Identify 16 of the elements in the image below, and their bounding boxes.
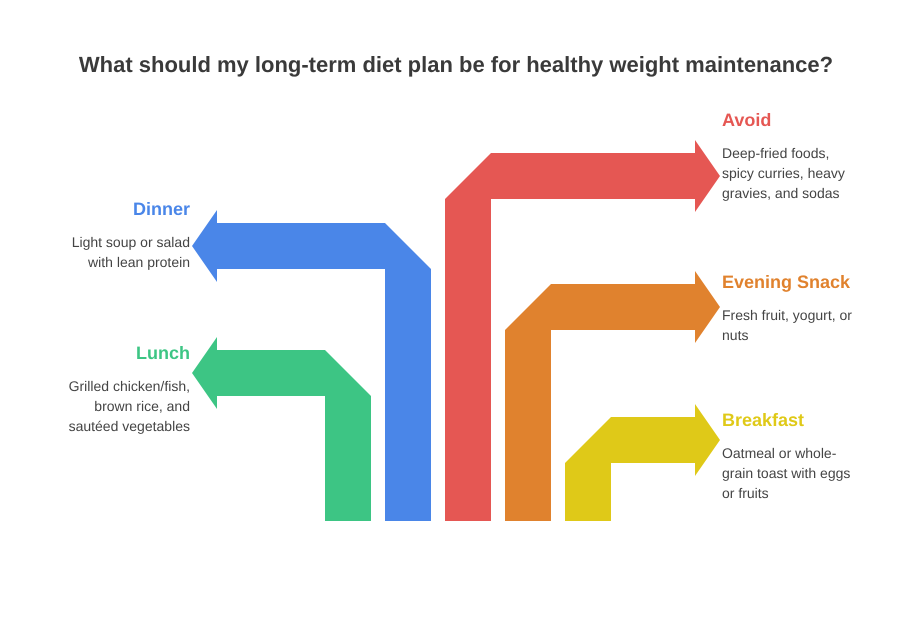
title: What should my long-term diet plan be for healthy weight maintenance?: [78, 52, 834, 78]
heading: Evening Snack: [722, 272, 850, 293]
heading: Breakfast: [722, 410, 804, 431]
description: Deep-fried foods, spicy curries, heavy gravies, and sodas: [722, 144, 846, 203]
bent-arrow: [565, 404, 720, 521]
description: Light soup or salad with lean protein: [70, 233, 190, 272]
heading: Dinner: [132, 199, 190, 220]
bent-arrow: [505, 271, 720, 521]
bent-arrow: [192, 210, 431, 521]
bent-arrow: [192, 337, 371, 521]
description: Fresh fruit, yogurt, or nuts: [722, 306, 853, 345]
description: Grilled chicken/fish, brown rice, and sautéed vegetables: [68, 377, 190, 436]
bent-arrow: [445, 140, 720, 521]
description: Oatmeal or whole-grain toast with eggs or fruits: [722, 444, 852, 503]
heading: Lunch: [136, 343, 190, 364]
heading: Avoid: [722, 110, 772, 131]
